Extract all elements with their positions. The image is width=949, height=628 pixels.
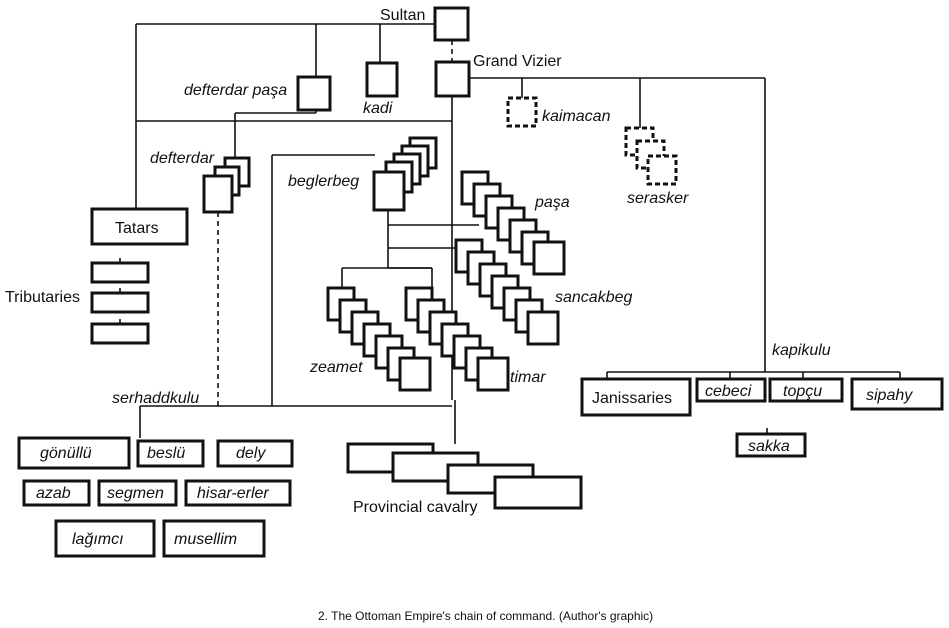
defterdar-label: defterdar — [150, 150, 215, 167]
grand-vizier-label: Grand Vizier — [473, 53, 562, 70]
kaimacan-box — [506, 96, 538, 128]
beglerbeg-label: beglerbeg — [288, 173, 359, 190]
hisar-erler-box — [184, 479, 292, 507]
tributaries-label: Tributaries — [5, 289, 80, 306]
cebeci-label: cebeci — [705, 383, 752, 400]
tributary-boxes — [90, 258, 150, 345]
musellim-box — [162, 519, 266, 558]
sakka-label: sakka — [748, 438, 790, 455]
dely-label: dely — [236, 445, 266, 462]
cebeci-box — [695, 377, 767, 403]
azab-label: azab — [36, 485, 71, 502]
provincial-cavalry-label: Provincial cavalry — [353, 499, 477, 516]
zeamet-label: zeamet — [309, 359, 363, 376]
defterdar-boxes — [202, 156, 251, 214]
janissaries-label: Janissaries — [592, 390, 672, 407]
janissaries-box — [580, 377, 692, 417]
gonullu-box — [17, 436, 131, 470]
zeamet-boxes — [326, 286, 432, 392]
beslu-label: beslü — [147, 445, 185, 462]
topcu-box — [768, 377, 844, 403]
segmen-box — [97, 479, 178, 507]
musellim-label: musellim — [174, 531, 237, 548]
kadi-label: kadi — [363, 100, 393, 117]
timar-label: timar — [510, 369, 546, 386]
tatars-label: Tatars — [115, 220, 159, 237]
kapikulu-label: kapikulu — [772, 342, 831, 359]
kaimacan-label: kaimacan — [542, 108, 611, 125]
defterdar-pasa-box — [296, 75, 332, 112]
sipahy-box — [850, 377, 944, 411]
beslu-box — [136, 439, 205, 468]
topcu-label: topçu — [783, 383, 822, 400]
grand-vizier-box — [434, 60, 471, 98]
pasa-label: paşa — [534, 194, 570, 211]
serasker-label: serasker — [627, 190, 689, 207]
sakka-box — [735, 432, 807, 458]
azab-box — [22, 479, 91, 507]
kapikulu-units: Janissaries cebeci topçu sipahy sakka — [580, 377, 944, 458]
timar-boxes — [404, 286, 510, 392]
sultan-label: Sultan — [380, 7, 425, 24]
beglerbeg-boxes — [372, 136, 438, 212]
lagimci-box — [54, 519, 156, 558]
hisar-erler-label: hisar-erler — [197, 485, 269, 502]
serhaddkulu-label: serhaddkulu — [112, 390, 199, 407]
pasa-boxes — [460, 170, 566, 276]
sancakbeg-boxes — [454, 238, 560, 346]
segmen-label: segmen — [107, 485, 164, 502]
tatars-box — [90, 207, 189, 246]
provincial-cavalry-boxes — [346, 442, 583, 510]
gonullu-label: gönüllü — [40, 445, 92, 462]
figure-caption: 2. The Ottoman Empire's chain of command… — [318, 609, 653, 623]
serhaddkulu-units: gönüllü beslü dely azab segmen hisar-erl… — [17, 436, 294, 558]
serasker-boxes — [624, 126, 678, 186]
sultan-box — [433, 6, 470, 42]
dely-box — [216, 439, 294, 468]
defterdar-pasa-label: defterdar paşa — [184, 82, 287, 99]
sancakbeg-label: sancakbeg — [555, 289, 632, 306]
kadi-box — [365, 61, 399, 98]
lagimci-label: lağımcı — [72, 531, 124, 548]
sipahy-label: sipahy — [866, 387, 913, 404]
connector-lines — [135, 23, 901, 444]
